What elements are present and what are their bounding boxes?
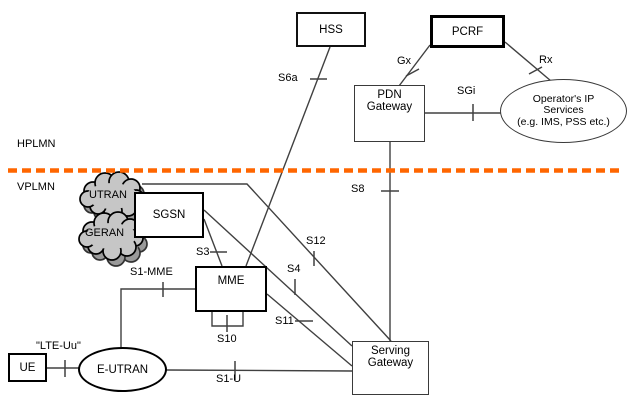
s3-link <box>203 218 223 267</box>
node-pdn-gateway-label-line1: PDN <box>377 89 402 101</box>
interface-label-s6a: S6a <box>278 72 298 84</box>
rx-tick <box>528 66 543 75</box>
node-mme-label: MME <box>217 275 245 287</box>
interface-label-lte-uu: "LTE-Uu" <box>36 340 81 352</box>
interface-label-sgi: SGi <box>457 85 476 97</box>
operator-services-label-line1: Operator's IP <box>532 92 595 105</box>
label-hplmn: HPLMN <box>17 138 56 150</box>
s1-mme-link <box>120 288 195 348</box>
interface-label-s1-u: S1-U <box>216 373 242 385</box>
interface-label-s12: S12 <box>306 235 326 247</box>
gx-link <box>398 44 431 87</box>
label-vplmn: VPLMN <box>17 181 55 193</box>
interface-label-s4: S4 <box>287 263 301 275</box>
node-sgsn: SGSN <box>134 192 204 238</box>
node-e-utran-label: E-UTRAN <box>96 363 149 376</box>
node-operator-ip-services: Operator's IP Services (e.g. IMS, PSS et… <box>500 79 627 143</box>
interface-label-s10: S10 <box>217 333 237 345</box>
geran-cloud-label: GERAN <box>85 227 125 239</box>
operator-services-label-line3: (e.g. IMS, PSS etc.) <box>517 115 610 128</box>
interface-label-gx: Gx <box>397 55 412 67</box>
interface-label-s8: S8 <box>351 183 365 195</box>
node-hss: HSS <box>296 12 366 47</box>
node-serving-gateway: Serving Gateway <box>352 341 429 395</box>
node-pdn-gateway: PDN Gateway <box>354 85 425 142</box>
node-e-utran: E-UTRAN <box>78 347 167 392</box>
interface-label-s11: S11 <box>275 315 294 327</box>
interface-label-s1-mme: S1-MME <box>130 266 173 278</box>
s11-link <box>266 293 353 367</box>
s12-link <box>142 183 392 342</box>
node-serving-gateway-label-line1: Serving <box>370 345 410 357</box>
s4-link <box>203 209 353 347</box>
s6a-link <box>245 46 331 267</box>
node-hss-label: HSS <box>319 23 343 36</box>
node-mme: MME <box>195 266 267 312</box>
node-pdn-gateway-label-line2: Gateway <box>366 101 413 113</box>
rx-link <box>504 41 552 82</box>
node-sgsn-label: SGSN <box>152 209 186 221</box>
node-ue: UE <box>8 353 47 382</box>
node-ue-label: UE <box>19 361 36 374</box>
node-pcrf-label: PCRF <box>451 25 484 38</box>
interface-label-s3: S3 <box>196 246 210 258</box>
node-serving-gateway-label-line2: Gateway <box>367 357 414 369</box>
node-pcrf: PCRF <box>430 15 505 48</box>
operator-services-label-line2: Services <box>543 104 584 117</box>
utran-cloud-label: UTRAN <box>89 189 127 201</box>
gx-tick <box>405 68 420 77</box>
interface-label-rx: Rx <box>539 54 553 66</box>
s1-u-link <box>165 369 353 372</box>
